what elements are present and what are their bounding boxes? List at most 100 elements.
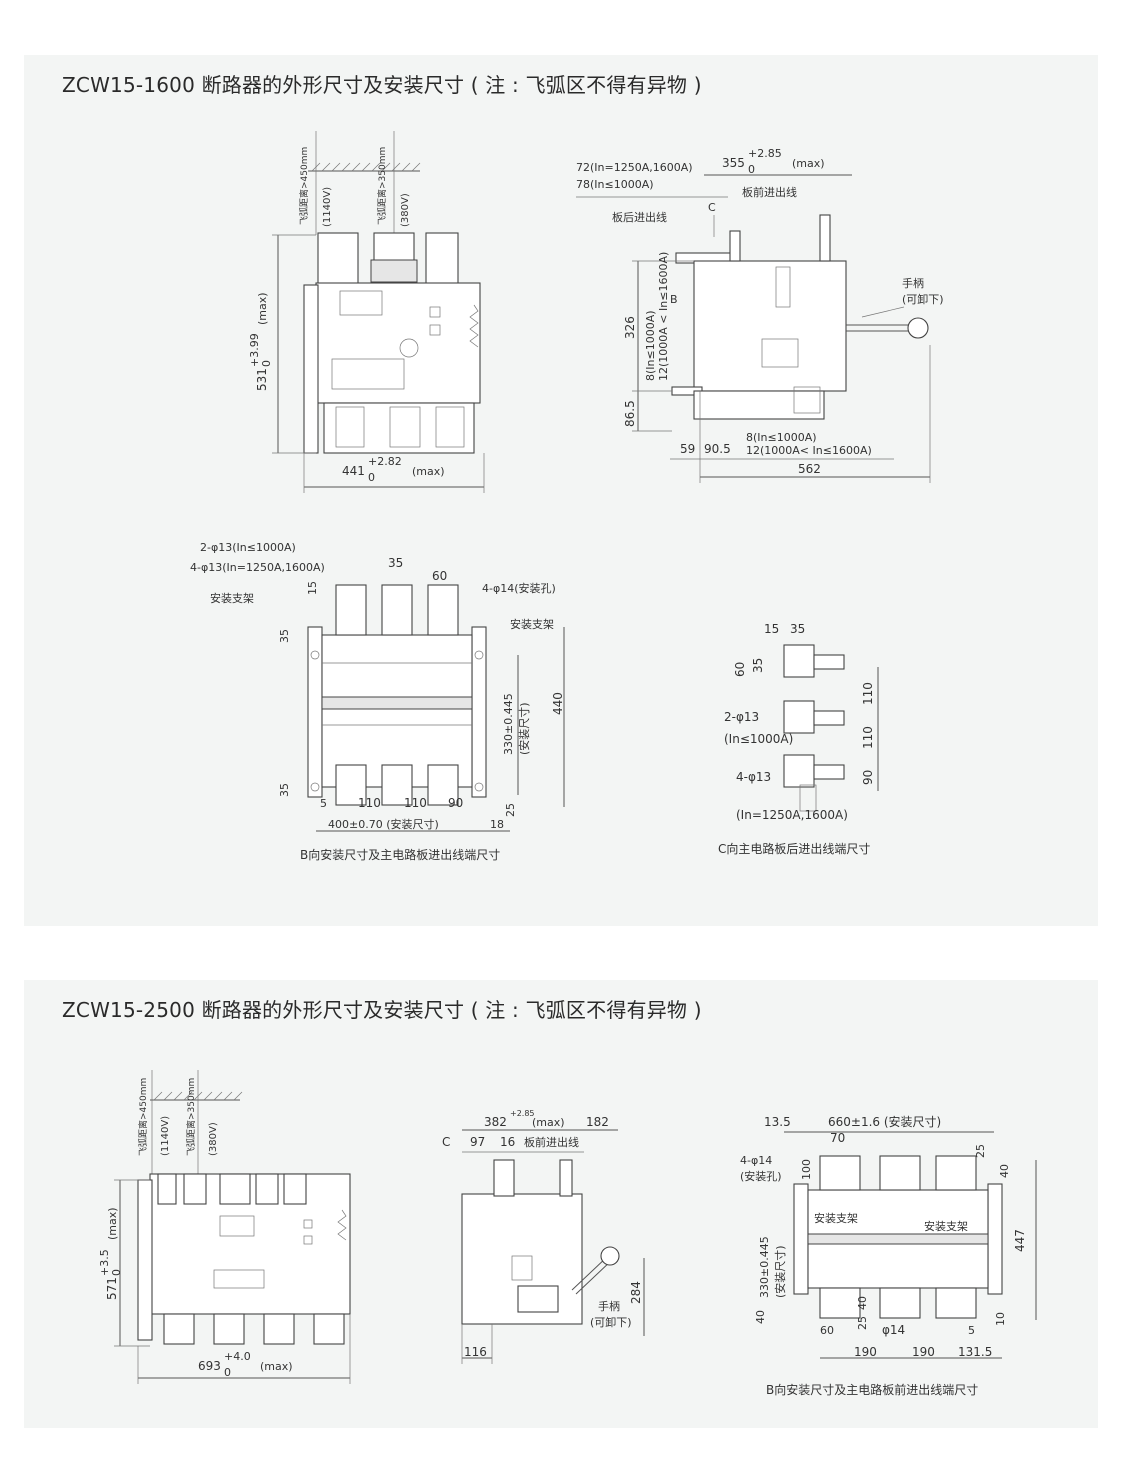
b-view-caption: B向安装尺寸及主电路板前进出线端尺寸 (766, 1382, 978, 1397)
b-label: 660±1.6 (安装尺寸) (828, 1114, 941, 1129)
b-label: 440 (551, 692, 565, 715)
side-label: 86.5 (623, 400, 637, 427)
arc-label: 飞弧距离>350mm (376, 147, 388, 225)
dim-main: 693 (198, 1359, 221, 1373)
c-label: 4-φ13 (736, 770, 771, 784)
side-label: 板后进出线 (612, 210, 667, 224)
b-label: 330±0.445 (502, 693, 515, 755)
b-label: 安装支架 (510, 617, 554, 631)
b-label: 35 (388, 556, 403, 570)
side-view-1600: 355 +2.85 0 (max) 72(In=1250A,1600A) 78(… (576, 147, 944, 483)
b-label: 5 (320, 797, 327, 810)
b-label: 40 (754, 1310, 767, 1324)
voltage-label: (1140V) (160, 1116, 171, 1156)
panel-zcw15-1600: ZCW15-1600 断路器的外形尺寸及安装尺寸 ( 注 : 飞弧区不得有异物 … (24, 55, 1098, 926)
c-label: 110 (861, 726, 875, 749)
dim-suffix: (max) (260, 1360, 293, 1373)
c-label: 2-φ13 (724, 710, 759, 724)
side-label: (可卸下) (902, 292, 944, 306)
side-label: 8(In≤1000A) (644, 310, 657, 381)
dim-suffix: (max) (256, 292, 269, 325)
drawing-1600: 飞弧距离>450mm (1140V) 飞弧距离>350mm (380V) (190, 131, 944, 862)
dim-sub: 0 (260, 360, 273, 367)
b-label: φ14 (882, 1323, 905, 1337)
side-label: 59 (680, 442, 695, 456)
dim-sup: +4.0 (224, 1350, 251, 1363)
dim-main: 531 (255, 368, 269, 391)
b-label: 330±0.445 (758, 1236, 771, 1298)
b-label: 35 (278, 783, 291, 797)
b-label: 25 (856, 1316, 869, 1330)
b-label: 25 (974, 1144, 987, 1158)
side-label: 182 (586, 1115, 609, 1129)
c-view-1600: 15 35 60 35 110 2-φ13 (In≤1000A) 110 4-φ… (718, 622, 879, 856)
side-label: 12(1000A< In≤1600A) (746, 444, 872, 457)
b-label: 10 (994, 1312, 1007, 1326)
dim-suffix: (max) (792, 157, 825, 170)
b-label: 110 (404, 796, 427, 810)
side-label: 78(In≤1000A) (576, 178, 654, 191)
side-label: B (670, 293, 678, 306)
side-view-2500: 382 +2.85 (max) 182 C 97 16 板前进出线 手柄 (可卸… (442, 1109, 645, 1364)
b-label: 90 (448, 796, 463, 810)
c-label: 110 (861, 682, 875, 705)
dim-suffix: (max) (106, 1207, 119, 1240)
panel-zcw15-2500: ZCW15-2500 断路器的外形尺寸及安装尺寸 ( 注 : 飞弧区不得有异物 … (24, 980, 1098, 1428)
c-label: (In≤1000A) (724, 732, 793, 746)
b-label: 60 (432, 569, 447, 583)
b-label: 70 (830, 1131, 845, 1145)
b-label: 25 (504, 803, 517, 817)
b-label: 40 (856, 1296, 869, 1310)
b-label: 4-φ14(安装孔) (482, 581, 556, 595)
dim-main: 382 (484, 1115, 507, 1129)
side-label: 板前进出线 (524, 1135, 579, 1149)
b-label: (安装尺寸) (773, 1245, 787, 1298)
b-label: (安装孔) (740, 1169, 782, 1183)
c-label: 35 (751, 658, 765, 673)
b-label: 4-φ13(In=1250A,1600A) (190, 561, 325, 574)
side-label: 116 (464, 1345, 487, 1359)
dim-sub: 0 (224, 1366, 231, 1379)
side-label: 562 (798, 462, 821, 476)
front-view-2500: 飞弧距离>450mm (1140V) 飞弧距离>350mm (380V) (98, 1070, 351, 1384)
arc-label: 飞弧距离>450mm (298, 147, 310, 225)
b-label: 131.5 (958, 1345, 992, 1359)
side-label: 72(In=1250A,1600A) (576, 161, 693, 174)
b-label: 安装支架 (924, 1219, 968, 1233)
c-label: 60 (733, 662, 747, 677)
b-label: 40 (998, 1164, 1011, 1178)
side-label: 手柄 (598, 1299, 620, 1313)
voltage-label: (1140V) (322, 187, 333, 227)
b-label: 5 (968, 1324, 975, 1337)
dim-sup: +2.82 (368, 455, 402, 468)
side-label: C (442, 1135, 450, 1149)
side-label: 90.5 (704, 442, 731, 456)
b-label: 447 (1013, 1229, 1027, 1252)
dim-sub: 0 (368, 471, 375, 484)
b-label: 2-φ13(In≤1000A) (200, 541, 296, 554)
b-label: 4-φ14 (740, 1154, 772, 1167)
side-label: 16 (500, 1135, 515, 1149)
voltage-label: (380V) (208, 1122, 219, 1156)
dim-sup: +3.5 (98, 1249, 111, 1276)
dim-sup: +2.85 (510, 1109, 535, 1118)
b-label: 110 (358, 796, 381, 810)
b-label: 35 (278, 629, 291, 643)
b-view-caption: B向安装尺寸及主电路板进出线端尺寸 (300, 847, 500, 862)
dim-suffix: (max) (532, 1116, 565, 1129)
side-label: 97 (470, 1135, 485, 1149)
b-label: 400±0.70 (安装尺寸) (328, 817, 439, 831)
dim-sup: +2.85 (748, 147, 782, 160)
c-label: (In=1250A,1600A) (736, 808, 848, 822)
arc-label: 飞弧距离>450mm (137, 1078, 149, 1156)
b-view-2500: 13.5 660±1.6 (安装尺寸) 70 25 4-φ14 (安装孔) 10… (740, 1114, 1037, 1397)
drawing-2500: 飞弧距离>450mm (1140V) 飞弧距离>350mm (380V) (98, 1070, 1037, 1397)
voltage-label: (380V) (400, 193, 411, 227)
c-label: 90 (861, 770, 875, 785)
c-label: 35 (790, 622, 805, 636)
section-title: ZCW15-2500 断路器的外形尺寸及安装尺寸 ( 注 : 飞弧区不得有异物 … (62, 998, 702, 1022)
c-view-caption: C向主电路板后进出线端尺寸 (718, 841, 870, 856)
side-label: 手柄 (902, 276, 924, 290)
front-view-1600: 飞弧距离>450mm (1140V) 飞弧距离>350mm (380V) (248, 131, 485, 493)
dim-main: 355 (722, 156, 745, 170)
